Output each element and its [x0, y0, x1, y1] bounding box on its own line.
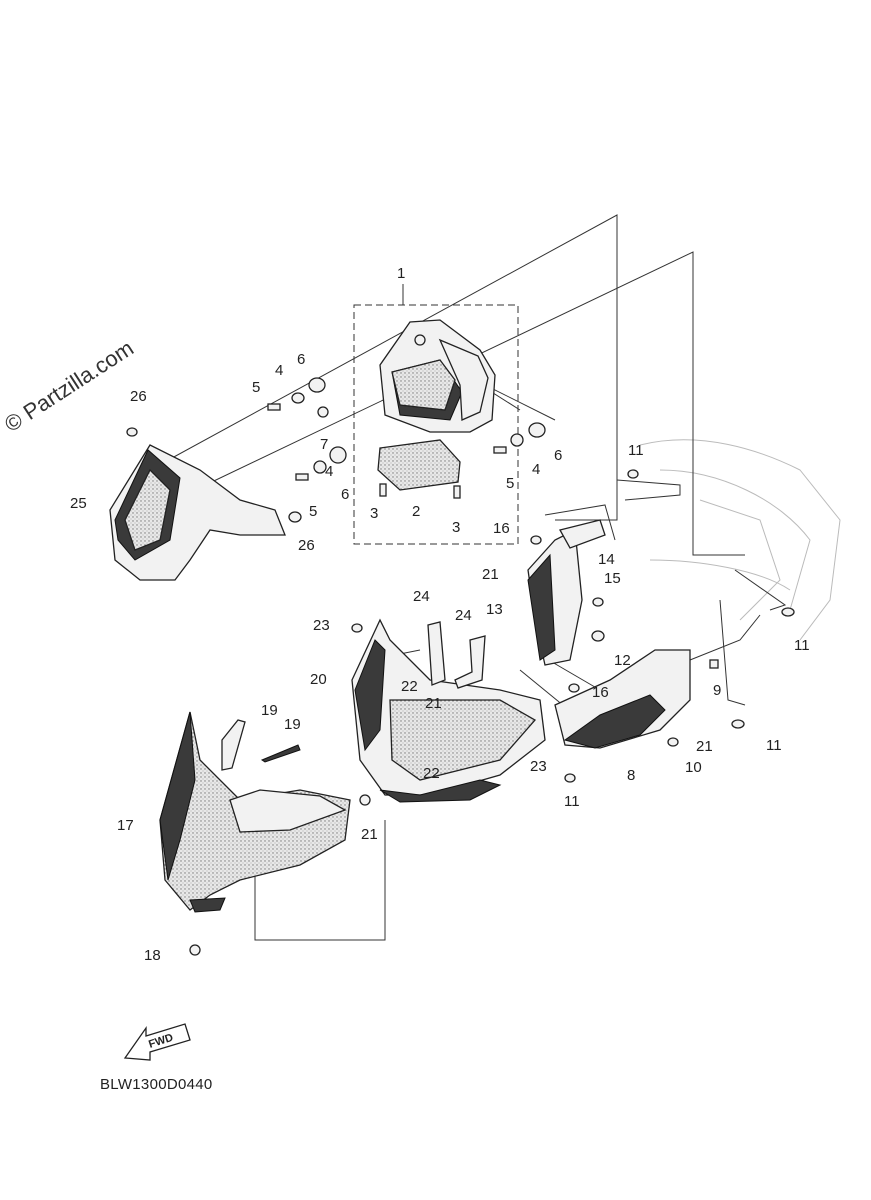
front-cowl [109, 444, 286, 581]
headlight-unit [379, 319, 496, 433]
fasteners [126, 377, 795, 956]
headlight-panel [377, 439, 461, 491]
callout-16b: 16 [592, 684, 609, 701]
drawing-code: BLW1300D0440 [100, 1076, 213, 1093]
side-bracket [527, 519, 606, 666]
air-duct [554, 649, 691, 749]
callout-4c: 4 [532, 461, 540, 478]
callout-20: 20 [310, 671, 327, 688]
inner-cowl [351, 618, 546, 803]
callout-21b: 21 [425, 695, 442, 712]
callout-11c: 11 [766, 737, 782, 754]
callout-5c: 5 [506, 475, 514, 492]
callout-6c: 6 [554, 447, 562, 464]
callout-21c: 21 [696, 738, 713, 755]
callout-1: 1 [397, 265, 405, 282]
callout-4b: 4 [325, 463, 333, 480]
callout-21a: 21 [482, 566, 499, 583]
callout-19a: 19 [261, 702, 278, 719]
callout-14: 14 [598, 551, 615, 568]
callout-26a: 26 [130, 388, 147, 405]
callout-3a: 3 [370, 505, 378, 522]
callout-24b: 24 [455, 607, 472, 624]
small-brackets [221, 719, 301, 771]
callout-26b: 26 [298, 537, 315, 554]
callout-8: 8 [627, 767, 635, 784]
callout-13: 13 [486, 601, 503, 618]
callout-23b: 23 [530, 758, 547, 775]
background-frame-outline [639, 439, 841, 641]
fwd-arrow-icon: FWD [123, 1023, 191, 1061]
callout-12: 12 [614, 652, 631, 669]
callout-22a: 22 [401, 678, 418, 695]
callout-11a: 11 [628, 442, 644, 459]
callout-5a: 5 [252, 379, 260, 396]
callout-19b: 19 [284, 716, 301, 733]
callout-11b: 11 [794, 637, 810, 654]
callout-24a: 24 [413, 588, 430, 605]
callout-9: 9 [713, 682, 721, 699]
headlight-assembly-box [353, 304, 519, 545]
callout-25: 25 [70, 495, 87, 512]
callout-17: 17 [117, 817, 134, 834]
lower-cowl [159, 711, 351, 913]
callout-6b: 6 [341, 486, 349, 503]
callout-16a: 16 [493, 520, 510, 537]
callout-4a: 4 [275, 362, 283, 379]
ducts [427, 621, 486, 689]
callout-22b: 22 [423, 765, 440, 782]
callout-11d: 11 [564, 793, 580, 810]
callouts: 1 2 3 3 4 4 4 5 5 5 6 6 6 7 8 9 10 11 11… [70, 265, 810, 964]
callout-2: 2 [412, 503, 420, 520]
callout-10: 10 [685, 759, 702, 776]
callout-6a: 6 [297, 351, 305, 368]
callout-15: 15 [604, 570, 621, 587]
callout-5b: 5 [309, 503, 317, 520]
callout-23a: 23 [313, 617, 330, 634]
callout-7: 7 [320, 436, 328, 453]
callout-21d: 21 [361, 826, 378, 843]
callout-18: 18 [144, 947, 161, 964]
callout-3b: 3 [452, 519, 460, 536]
